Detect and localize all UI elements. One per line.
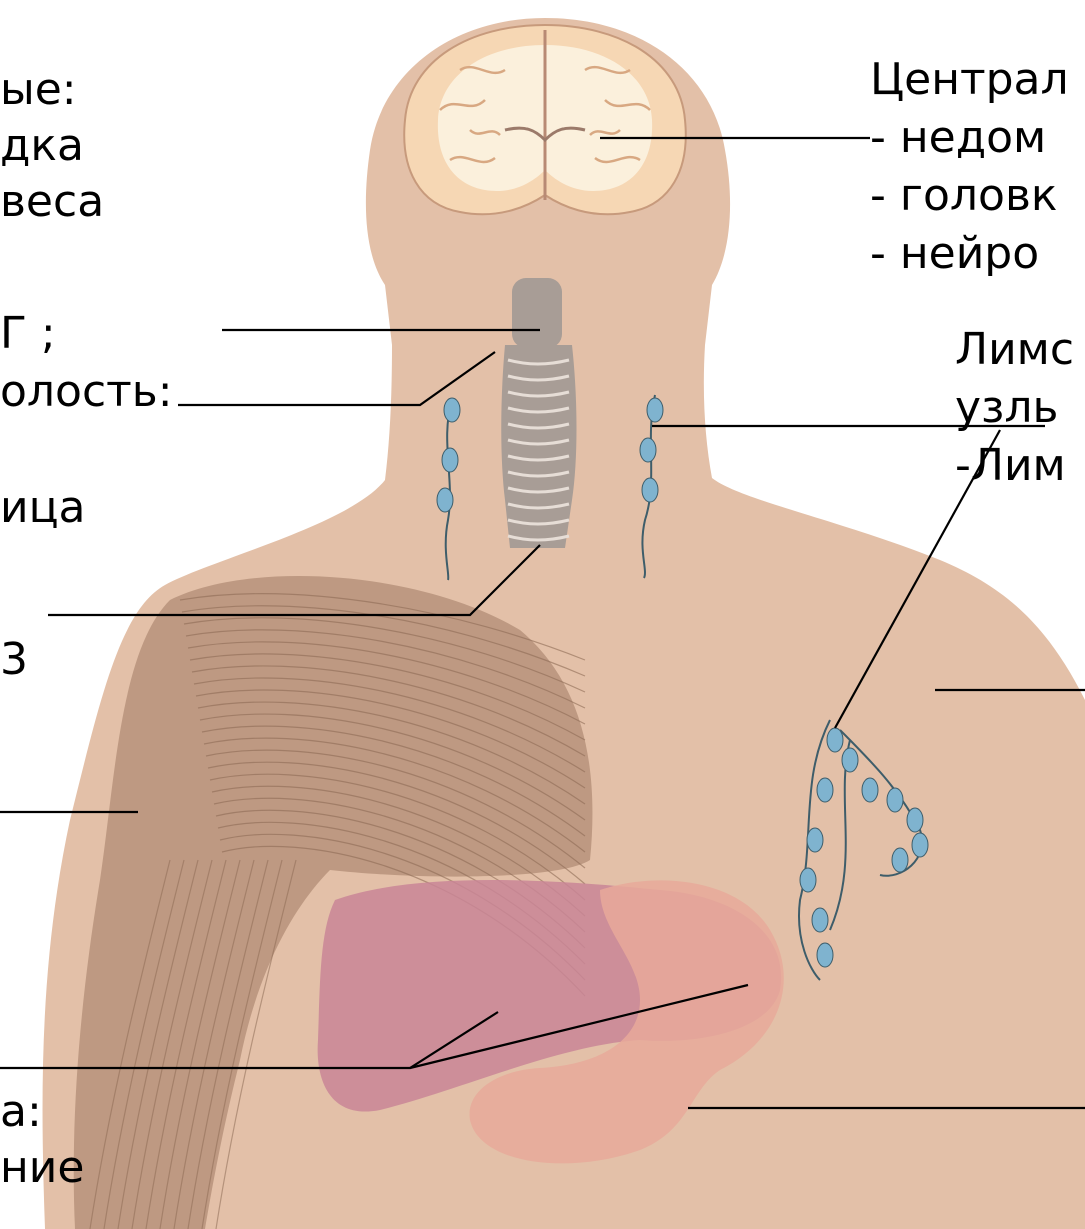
- label-top-right-2: - недом: [870, 116, 1046, 160]
- label-mid-right-3: -Лим: [955, 444, 1066, 488]
- label-top-right-4: - нейро: [870, 232, 1039, 276]
- label-mid-right-1: Лимс: [955, 328, 1074, 372]
- label-mid-left-1: Г ;: [0, 312, 56, 356]
- label-bottom-left-2: ние: [0, 1146, 84, 1190]
- label-mid-right-2: узль: [955, 386, 1059, 430]
- label-top-right-1: Централ: [870, 58, 1069, 102]
- label-mid-left-2: олость:: [0, 370, 173, 414]
- label-top-left-1: ые:: [0, 68, 77, 112]
- brain-icon: [404, 25, 686, 214]
- label-mid-left-3: ица: [0, 486, 86, 530]
- label-bottom-left-1: а:: [0, 1090, 42, 1134]
- label-top-left-3: веса: [0, 180, 104, 224]
- label-top-left-2: дка: [0, 124, 84, 168]
- label-mid-left-4: 3: [0, 638, 28, 682]
- label-top-right-3: - головк: [870, 174, 1057, 218]
